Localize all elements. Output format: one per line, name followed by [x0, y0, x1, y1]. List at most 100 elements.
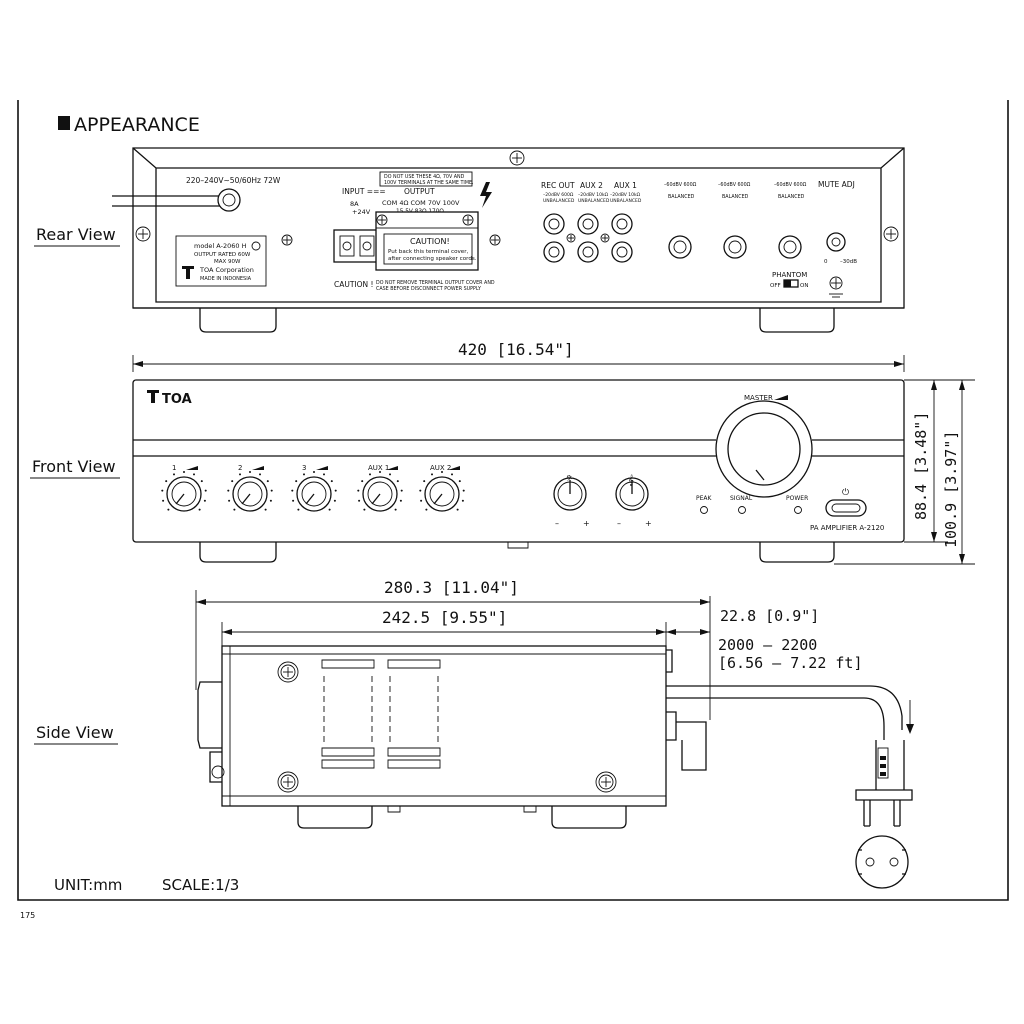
- bass-clef-icon: 𝄢: [566, 475, 573, 486]
- side-foot-front: [297, 806, 373, 829]
- height-total-label: 100.9 [3.97"]: [942, 431, 960, 548]
- warning-bottom: 100V TERMINALS AT THE SAME TIME.: [384, 180, 474, 186]
- caution-title: CAUTION!: [410, 237, 450, 246]
- treble-minus: –: [617, 519, 621, 528]
- power-rating: 220–240V~50/60Hz 72W: [186, 176, 281, 185]
- output-label: OUTPUT: [404, 187, 435, 196]
- rear-panel-bevel: [132, 147, 905, 303]
- channel-knob: 2: [227, 464, 273, 512]
- front-foot-right: [759, 542, 835, 563]
- rear-foot-left: [199, 308, 277, 333]
- screw-icon: [883, 226, 899, 242]
- bass-plus: +: [583, 519, 590, 528]
- unit-label: UNIT:mm: [54, 876, 122, 894]
- phantom-on-label: ON: [800, 283, 808, 289]
- mic1-sub2: BALANCED: [668, 194, 695, 200]
- channel-knob: 1: [161, 464, 207, 512]
- caution-bottom: CAUTION !: [334, 280, 374, 289]
- rec-out-label: REC OUT: [541, 181, 575, 190]
- mute-max: –30dB: [840, 259, 857, 265]
- aux2-sub2: UNBALANCED: [578, 198, 610, 204]
- cord-grommet: [217, 188, 241, 212]
- treble-knob: 𝄞 – +: [615, 474, 652, 528]
- channel-label: 1: [172, 464, 176, 472]
- rating-label: [175, 235, 267, 287]
- label-brand: TOA Corporation: [199, 266, 254, 274]
- treble-clef-icon: 𝄞: [628, 474, 634, 486]
- screw-icon: [462, 214, 474, 226]
- label-max: MAX 90W: [214, 259, 241, 265]
- channel-knob: AUX 2: [419, 464, 465, 512]
- side-connector-block: [676, 721, 707, 771]
- rear-view: Rear View 220–240V~50/60Hz 72W model A-2…: [34, 147, 905, 333]
- caution-panel: [383, 233, 473, 265]
- screw-icon: [277, 771, 299, 793]
- scale-label: SCALE:1/3: [162, 876, 239, 894]
- rca-jack-icon: [577, 241, 599, 263]
- volume-wedge-icon: [186, 466, 198, 470]
- depth-body-label: 242.5 [9.55"]: [382, 608, 507, 627]
- depth-total-label: 280.3 [11.04"]: [384, 578, 519, 597]
- treble-plus: +: [645, 519, 652, 528]
- mute-adj-knob: [826, 232, 846, 252]
- phantom-off-label: OFF: [770, 283, 781, 289]
- screw-icon: [600, 233, 610, 243]
- input-fuse: 8A: [350, 200, 359, 208]
- input-voltage: +24V: [352, 208, 371, 216]
- title: APPEARANCE: [74, 114, 200, 136]
- knob-depth-label: 22.8 [0.9"]: [720, 607, 819, 625]
- drawing-frame: [17, 100, 1009, 901]
- screw-icon: [281, 234, 293, 246]
- rca-jack-icon: [611, 213, 633, 235]
- bass-knob: 𝄢 – +: [553, 475, 590, 528]
- label-made: MADE IN INDONESIA: [200, 276, 252, 282]
- volume-wedge-icon: [386, 466, 398, 470]
- vent-slots: [321, 659, 441, 769]
- ce-mark-icon: [251, 241, 261, 251]
- width-dimension: 420 [16.54"]: [132, 340, 905, 372]
- master-knob-ring: [715, 400, 813, 498]
- channel-knob: AUX 1: [357, 464, 403, 512]
- power-cord-bottom: [666, 697, 885, 740]
- aux1-label: AUX 1: [614, 181, 637, 190]
- aux2-label: AUX 2: [580, 181, 603, 190]
- side-view: Side View 280.3 [11.04"] 242.5 [9.55"] 2…: [34, 578, 914, 889]
- front-view-label: Front View: [32, 457, 116, 476]
- power-label: POWER: [786, 495, 808, 502]
- channel-knob-group: 1 2 3 AUX 1 AUX 2: [161, 464, 465, 512]
- channel-label: AUX 2: [430, 464, 451, 472]
- caution-bottom-line2: CASE BEFORE DISCONNECT POWER SUPPLY: [376, 286, 481, 292]
- mic3-sub: –60dBV 600Ω: [774, 182, 807, 188]
- front-stripe: [133, 439, 904, 457]
- height-body-label: 88.4 [3.48"]: [912, 412, 930, 520]
- power-plug-icon: [855, 740, 913, 889]
- side-view-label: Side View: [36, 723, 114, 742]
- rear-power-cord: [112, 195, 222, 207]
- volume-wedge-icon: [774, 395, 788, 400]
- channel-knob: 3: [291, 464, 337, 512]
- screw-icon: [277, 661, 299, 683]
- ground-terminal-icon: [829, 276, 843, 298]
- rear-foot-right: [759, 308, 835, 333]
- title-bullet: [58, 116, 70, 130]
- channel-label: 3: [302, 464, 306, 472]
- rec-out-sub: –20dBV 600Ω: [543, 192, 574, 198]
- rca-jack-icon: [543, 241, 565, 263]
- cord-length-ft-label: [6.56 – 7.22 ft]: [718, 654, 863, 672]
- caution-bottom-line1: DO NOT REMOVE TERMINAL OUTPUT COVER AND: [376, 280, 495, 286]
- channel-label: AUX 1: [368, 464, 389, 472]
- bass-minus: –: [555, 519, 559, 528]
- label-output: OUTPUT RATED 60W: [194, 252, 251, 258]
- power-symbol-icon: ⏻: [842, 487, 849, 498]
- master-knob-pointer: [755, 469, 765, 481]
- screw-icon: [566, 233, 576, 243]
- mute-adj-label: MUTE ADJ: [818, 180, 855, 189]
- terminal-warning-box: [379, 171, 473, 187]
- signal-led: [738, 506, 746, 514]
- toa-logo-icon: [147, 390, 159, 403]
- screw-icon: [376, 214, 388, 226]
- master-knob: [727, 412, 801, 486]
- rec-out-sub2: UNBALANCED: [543, 198, 575, 204]
- caution-line1: Put back this terminal cover,: [388, 249, 469, 255]
